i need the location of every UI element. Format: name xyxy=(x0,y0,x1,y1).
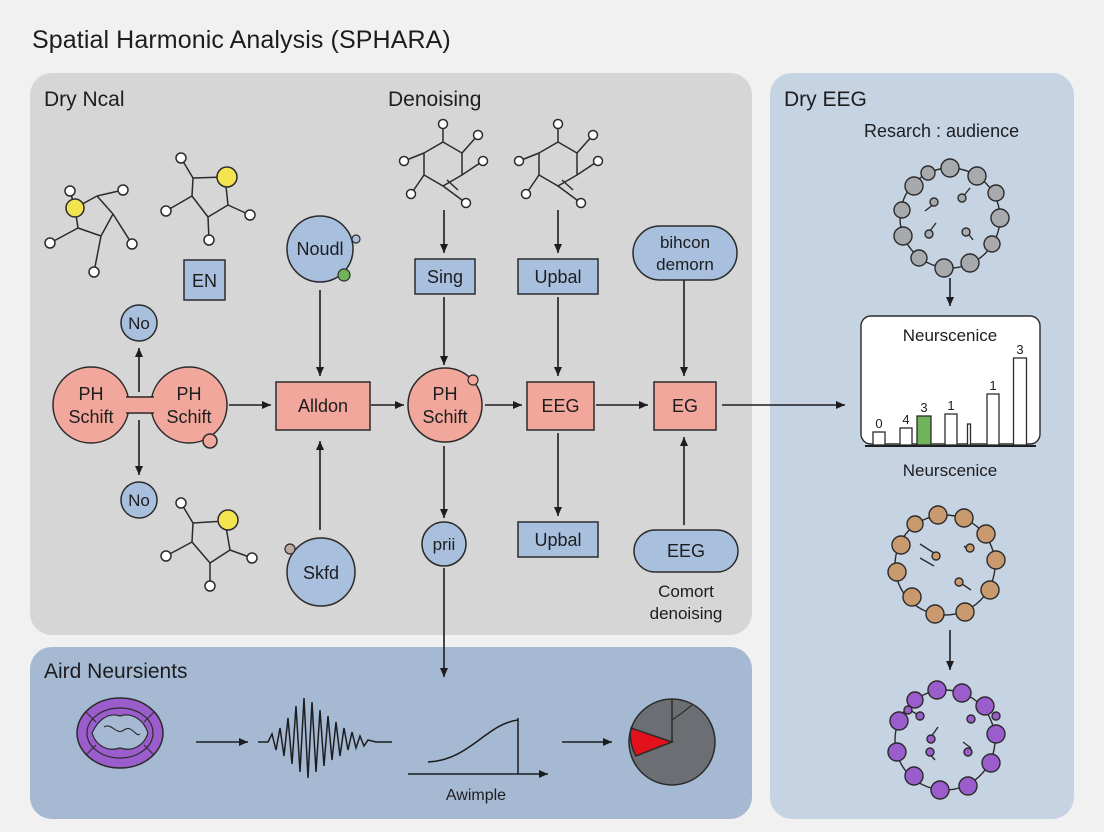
chart-bar xyxy=(944,413,958,446)
network-ring-brown xyxy=(887,505,1006,624)
svg-text:PH: PH xyxy=(78,384,103,404)
svg-text:EEG: EEG xyxy=(541,396,579,416)
prii-node: prii xyxy=(421,521,467,567)
network-ring-purple xyxy=(887,680,1006,800)
upbal-box-bottom: Upbal xyxy=(517,521,599,558)
right-panel-subtitle: Resarch : audience xyxy=(864,121,1020,141)
svg-text:EEG: EEG xyxy=(667,541,705,561)
molecule-icon xyxy=(44,184,138,278)
svg-text:Upbal: Upbal xyxy=(534,530,581,550)
panel-label-dry-ncal: Dry Ncal xyxy=(44,88,125,111)
chart-caption: Neurscenice xyxy=(903,461,998,480)
pie-icon xyxy=(628,698,716,786)
chart-bar-label: 3 xyxy=(920,400,927,415)
alldon-box: Alldon xyxy=(275,381,371,431)
benzene-icon xyxy=(398,118,489,209)
chart-bar xyxy=(899,427,913,446)
svg-text:Upbal: Upbal xyxy=(534,267,581,287)
upbal-box-top: Upbal xyxy=(517,258,599,295)
chart-bar-label: 3 xyxy=(1016,342,1023,357)
chart-bar-label: 4 xyxy=(902,412,909,427)
page-title: Spatial Harmonic Analysis (SPHARA) xyxy=(32,26,451,54)
chart-bar xyxy=(872,431,886,446)
molecule-icon xyxy=(160,497,258,592)
chart-bar-label: 1 xyxy=(947,398,954,413)
comort-label: Comort xyxy=(658,582,714,601)
svg-text:No: No xyxy=(128,314,150,333)
eeg-pill: EEG xyxy=(633,529,739,573)
en-box: EN xyxy=(183,259,226,301)
sing-box: Sing xyxy=(414,258,476,295)
eeg-box: EEG xyxy=(526,381,595,431)
svg-text:Skfd: Skfd xyxy=(303,563,339,583)
chart-bar-label: 0 xyxy=(875,416,882,431)
denoising-sublabel: denoising xyxy=(650,604,723,623)
chart-title: Neurscenice xyxy=(903,326,998,345)
svg-text:demorn: demorn xyxy=(656,255,714,274)
chart-bar xyxy=(1012,357,1028,446)
svg-text:Alldon: Alldon xyxy=(298,396,348,416)
network-ring-gray xyxy=(893,158,1010,278)
bihcon-pill: bihcon demorn xyxy=(632,225,738,281)
svg-text:prii: prii xyxy=(433,535,456,554)
panel-label-dry-eeg: Dry EEG xyxy=(784,88,867,111)
svg-text:Sing: Sing xyxy=(427,267,463,287)
chart-bar xyxy=(986,393,1000,446)
brain-icon xyxy=(76,697,164,769)
panel-label-denoising: Denoising xyxy=(388,88,482,111)
skfd-node: Skfd xyxy=(284,537,356,607)
connectors xyxy=(135,210,845,677)
ph-schift-dimer: PH Schift PH Schift xyxy=(52,366,228,449)
chart-bar-label: 1 xyxy=(989,378,996,393)
awimple-label: Awimple xyxy=(446,787,506,804)
benzene-icon xyxy=(513,118,604,209)
denoising-panel xyxy=(30,73,752,635)
svg-text:PH: PH xyxy=(432,384,457,404)
svg-text:Schift: Schift xyxy=(166,407,211,427)
chart-bar xyxy=(966,423,972,446)
chart-bar xyxy=(916,415,932,446)
svg-text:Schift: Schift xyxy=(422,407,467,427)
svg-text:bihcon: bihcon xyxy=(660,233,710,252)
svg-text:No: No xyxy=(128,491,150,510)
molecule-icon xyxy=(160,152,256,246)
noudl-node: Noudl xyxy=(286,215,361,283)
no-node-top: No xyxy=(120,304,158,342)
svg-text:Schift: Schift xyxy=(68,407,113,427)
panel-label-aird-neursients: Aird Neursients xyxy=(44,660,188,683)
no-node-bottom: No xyxy=(120,481,158,519)
svg-text:EG: EG xyxy=(672,396,698,416)
svg-text:Noudl: Noudl xyxy=(296,239,343,259)
svg-text:PH: PH xyxy=(176,384,201,404)
waveform-icon xyxy=(258,697,392,779)
eg-box: EG xyxy=(653,381,717,431)
response-curve-plot: Awimple xyxy=(408,718,548,804)
svg-text:EN: EN xyxy=(192,271,217,291)
ph-schift-node: PH Schift xyxy=(407,367,483,443)
